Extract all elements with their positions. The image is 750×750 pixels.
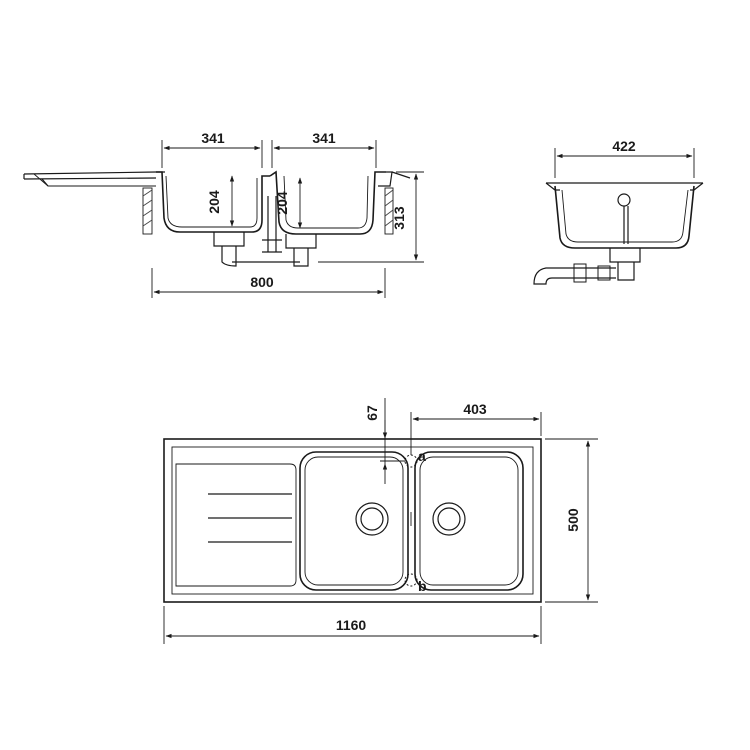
dim-left-bowl-width: 341 <box>161 130 263 168</box>
dim-depth: 500 <box>545 438 598 603</box>
dim-label-total-depth: 313 <box>391 206 407 230</box>
end-sink-outline <box>533 182 704 285</box>
hole-label-a: a <box>418 448 426 464</box>
dim-label-bowl-width: 403 <box>463 401 487 417</box>
dim-label-cabinet-width: 800 <box>250 274 274 290</box>
cabinet-walls <box>142 187 394 235</box>
side-sink-outline <box>23 170 411 267</box>
dim-label-length: 1160 <box>336 617 367 633</box>
dim-label-left-bowl-width: 341 <box>201 130 225 146</box>
top-plan-view: a b 67 403 500 1160 <box>163 398 598 644</box>
dim-label-right-bowl-width: 341 <box>312 130 336 146</box>
end-section-view: 422 <box>533 138 704 285</box>
dim-cabinet-width: 800 <box>151 268 386 298</box>
dim-left-bowl-depth: 204 <box>206 175 235 227</box>
side-section-view: 341 341 204 204 313 <box>23 130 424 298</box>
dim-label-depth: 500 <box>565 508 581 532</box>
dim-bowl-width: 403 <box>410 401 542 455</box>
hole-label-b: b <box>418 578 427 594</box>
dim-label-end-width: 422 <box>612 138 636 154</box>
dim-label-left-bowl-depth: 204 <box>206 190 222 214</box>
top-sink-outline <box>163 438 542 603</box>
dim-end-width: 422 <box>554 138 695 178</box>
dim-label-right-bowl-depth: 204 <box>274 191 290 215</box>
dim-offset: 67 <box>364 398 405 484</box>
dim-right-bowl-width: 341 <box>271 130 377 168</box>
dim-total-depth: 313 <box>318 171 424 263</box>
dim-right-bowl-depth: 204 <box>274 177 303 229</box>
dim-label-offset: 67 <box>364 405 380 421</box>
dim-length: 1160 <box>163 606 542 644</box>
